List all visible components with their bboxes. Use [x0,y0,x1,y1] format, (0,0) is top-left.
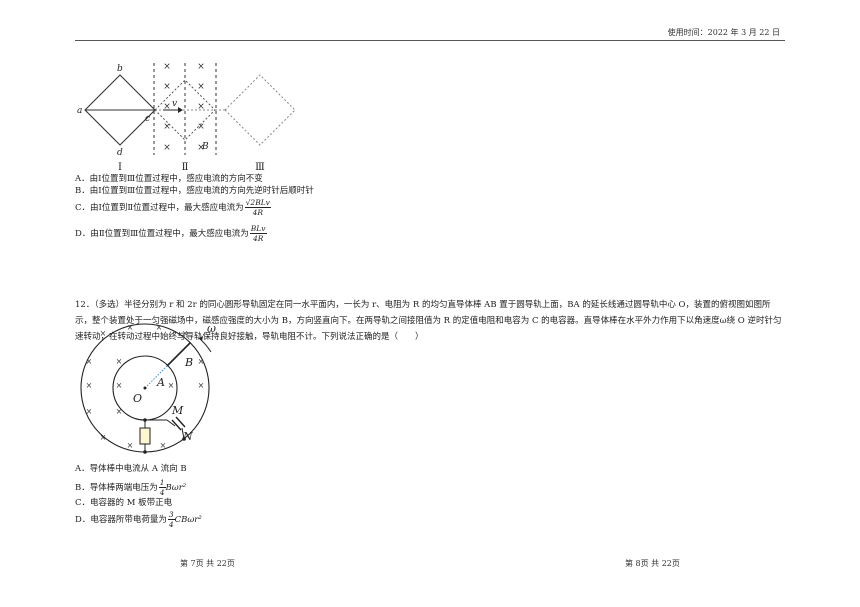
field-cross: × [197,102,205,112]
label-omega: ω [207,322,216,335]
label-v: v [172,99,177,109]
field-cross: × [127,323,134,332]
field-cross: × [168,381,175,390]
field-cross: × [116,357,123,366]
field-cross: × [197,82,205,92]
field-cross: × [86,407,93,416]
q12-option-c: C．电容器的 M 板带正电 [75,498,173,508]
label-pos1: Ⅰ [118,162,122,173]
field-cross: × [156,323,163,332]
label-a: a [77,106,82,116]
field-cross: × [100,329,107,338]
field-cross: × [198,357,205,366]
q12-option-a: A．导体棒中电流从 A 流向 B [75,464,187,474]
field-cross: × [160,441,167,450]
field-cross: × [163,102,171,112]
square-pos3 [224,74,296,146]
field-cross: × [198,381,205,390]
label-O: O [133,392,142,405]
label-pos3: Ⅲ [255,162,265,173]
field-cross: × [197,62,205,72]
q12-figure: × × × × × × × × × × × × × × × × ω B A O M N [80,322,216,454]
label-B: B [184,356,193,369]
field-cross: × [116,407,123,416]
resistor-R [139,427,151,445]
field-cross: × [163,143,171,153]
conductor-rod-AB [166,342,191,367]
field-cross: × [163,82,171,92]
field-cross: × [197,143,205,153]
label-M: M [171,404,184,417]
q11-option-a: A．由Ⅰ位置到Ⅲ位置过程中，感应电流的方向不变 [75,174,263,184]
q12-stem: 12．（多选）半径分别为 r 和 2r 的同心圆形导轨固定在同一水平面内，一长为… [75,300,782,342]
footer-page-right: 第 8页 共 22页 [625,559,680,568]
label-B: B [201,142,209,152]
q11-figure: × × × × × × × × × × a b c d v B Ⅰ Ⅱ Ⅲ [77,62,296,173]
label-pos2: Ⅱ [182,162,189,173]
field-cross: × [163,122,171,132]
label-c: c [145,114,150,124]
footer-page-left: 第 7页 共 22页 [180,559,235,568]
field-cross: × [182,329,189,338]
field-cross: × [116,381,123,390]
label-b: b [117,64,123,74]
label-A: A [156,376,165,389]
label-N: N [182,430,193,443]
capacitor-plate-N [175,416,186,428]
header-divider [75,40,785,41]
field-cross: × [86,357,93,366]
field-cross: × [127,441,134,450]
field-cross: × [163,62,171,72]
capacitor-plate-M [171,419,182,431]
field-cross: × [100,433,107,442]
field-cross: × [86,381,93,390]
header-date: 使用时间：2022 年 3 月 22 日 [667,28,780,37]
q11-option-b: B．由Ⅰ位置到Ⅲ位置过程中，感应电流的方向先逆时针后顺时针 [75,186,314,196]
label-d: d [117,148,123,158]
q11-option-c-text: C．由Ⅰ位置到Ⅱ位置过程中，最大感应电流为 [75,203,244,213]
field-cross: × [197,122,205,132]
q11-option-d-text: D．由Ⅱ位置到Ⅲ位置过程中，最大感应电流为 [75,229,249,239]
